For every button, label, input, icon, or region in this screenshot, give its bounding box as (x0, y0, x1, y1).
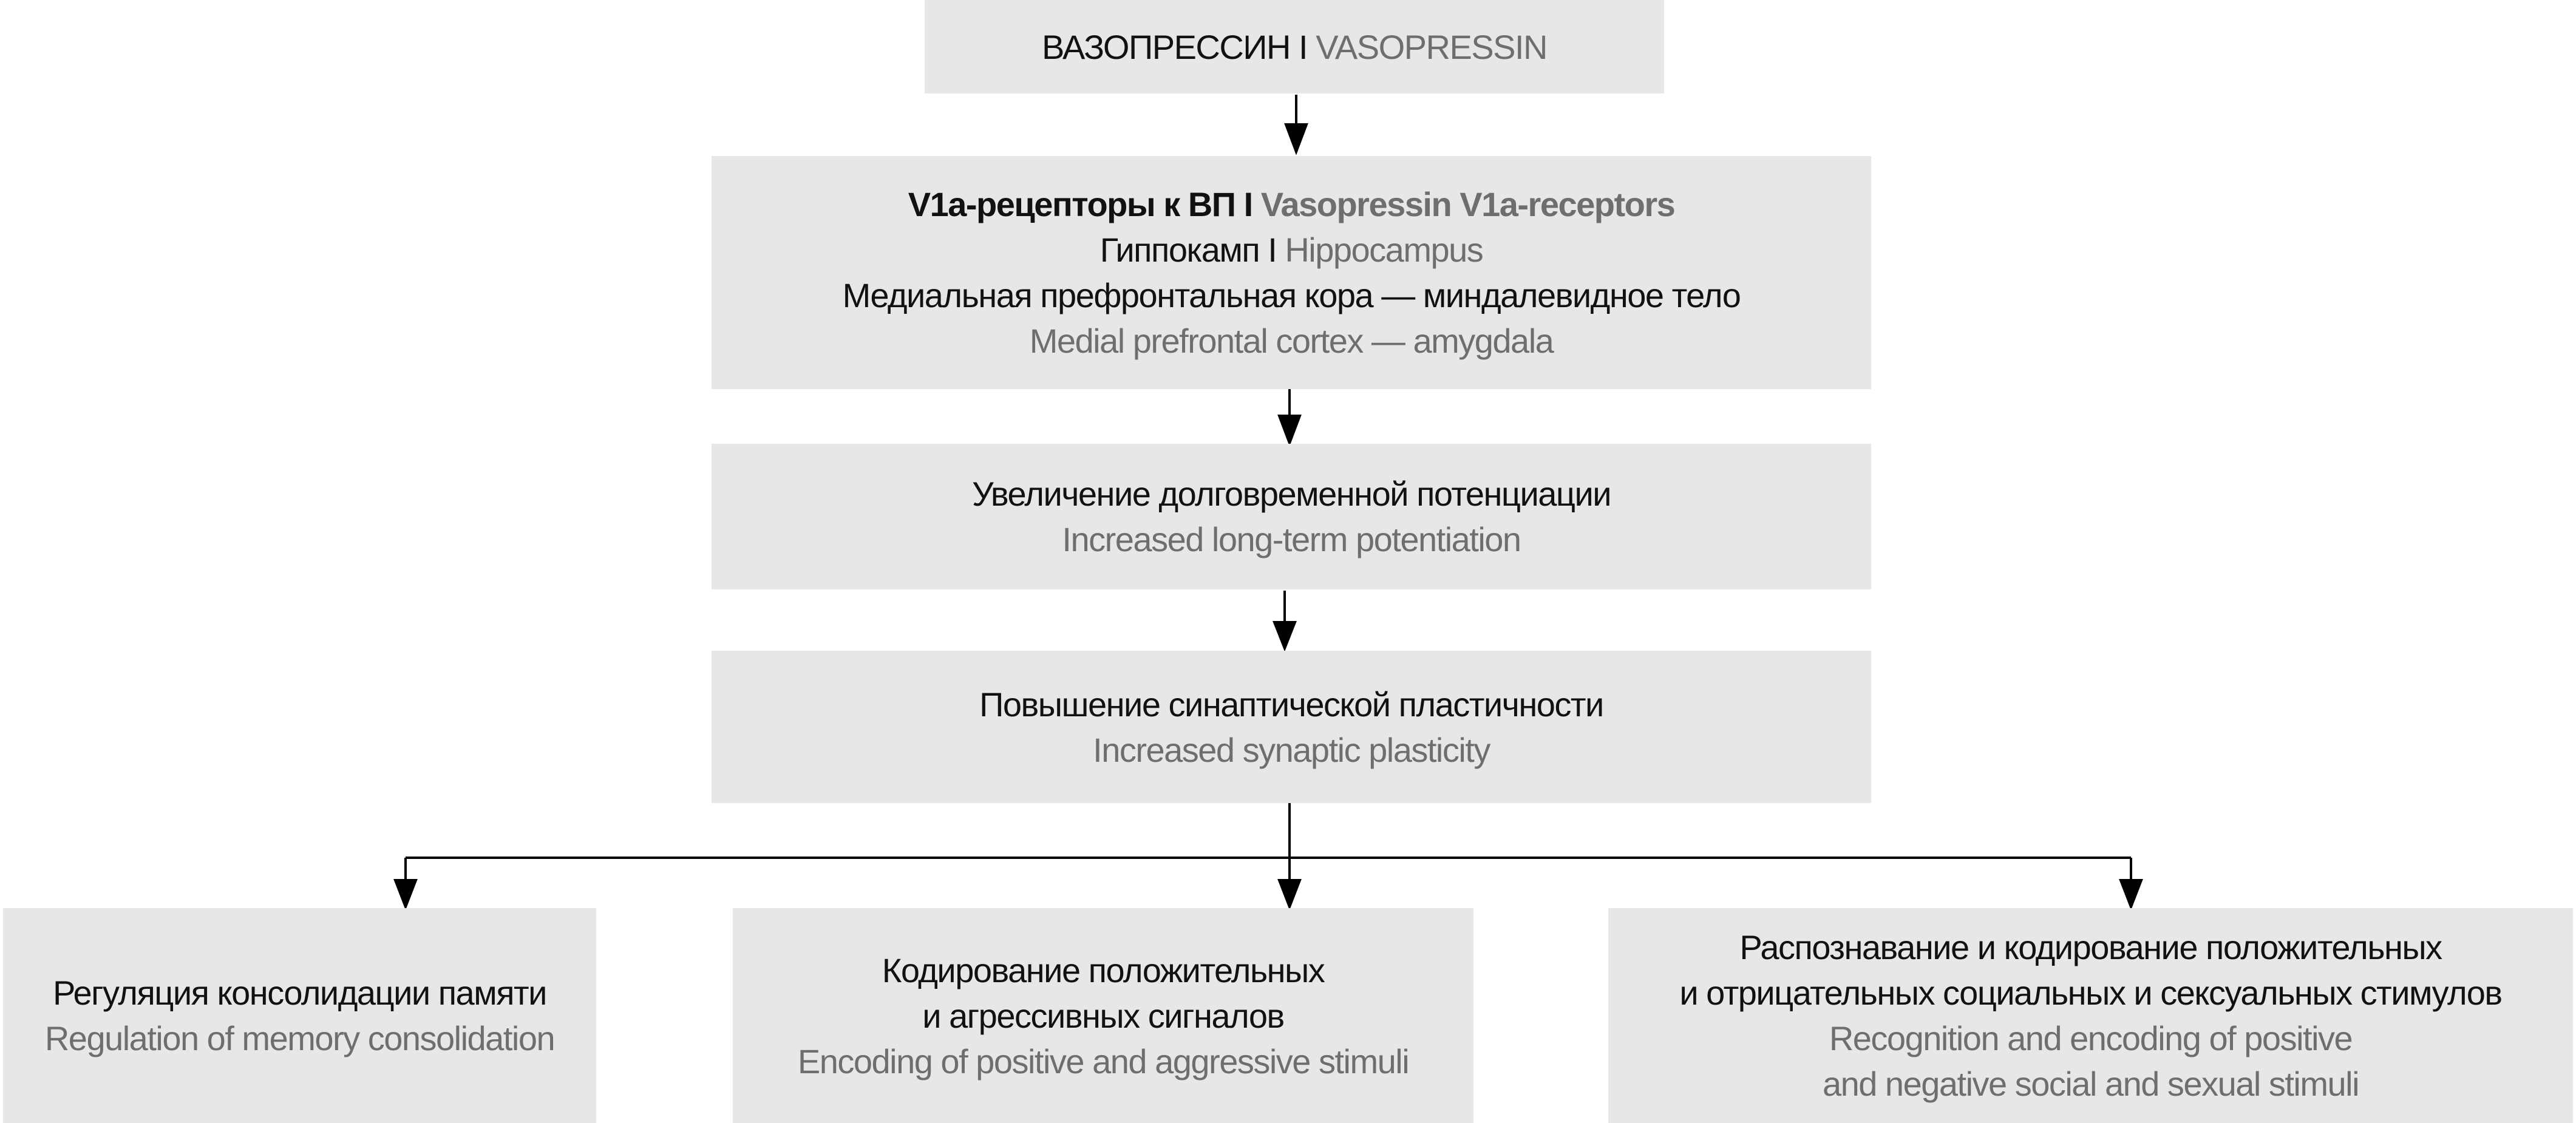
mpfc-en: Medial prefrontal cortex — amygdala (1029, 322, 1554, 360)
outcome-encoding-box: Кодирование положительных и агрессивных … (733, 908, 1473, 1123)
arrow-outcome-1 (393, 879, 418, 911)
outcome-3-en-line2: and negative social and sexual stimuli (1822, 1065, 2360, 1103)
outcome-3-ru-line2: и отрицательных социальных и сексуальных… (1679, 974, 2503, 1012)
outcome-2-ru-line2: и агрессивных сигналов (922, 996, 1285, 1035)
receptors-title-en: Vasopressin V1a-receptors (1260, 185, 1676, 223)
ltp-ru: Увеличение долговременной потенциации (971, 475, 1612, 513)
outcome-memory-box: Регуляция консолидации памяти Regulation… (3, 908, 596, 1123)
separator: I (1259, 231, 1285, 269)
ltp-box: Увеличение долговременной потенциации In… (712, 444, 1871, 589)
vasopressin-ru: ВАЗОПРЕССИН (1042, 27, 1291, 66)
plasticity-en: Increased synaptic plasticity (1093, 730, 1490, 769)
receptors-box: V1a-рецепторы к ВП I Vasopressin V1a-rec… (712, 156, 1871, 389)
arrow-outcome-3 (2119, 879, 2143, 911)
hippocampus-ru: Гиппокамп (1099, 231, 1260, 269)
separator: I (1235, 185, 1261, 223)
vasopressin-en: VASOPRESSIN (1316, 27, 1548, 66)
vasopressin-box: ВАЗОПРЕССИН I VASOPRESSIN (925, 0, 1664, 93)
plasticity-box: Повышение синаптической пластичности Inc… (712, 651, 1871, 803)
mpfc-ru: Медиальная префронтальная кора — миндале… (842, 276, 1741, 314)
receptors-title-ru: V1a-рецепторы к ВП (908, 185, 1236, 223)
outcome-2-ru-line1: Кодирование положительных (882, 951, 1325, 989)
outcome-1-en: Regulation of memory consolidation (44, 1019, 556, 1057)
outcome-recognition-box: Распознавание и кодирование положительны… (1608, 908, 2573, 1123)
separator: I (1290, 27, 1316, 66)
ltp-en: Increased long-term potentiation (1062, 520, 1521, 558)
outcome-3-en-line1: Recognition and encoding of positive (1829, 1019, 2353, 1057)
outcome-2-en: Encoding of positive and aggressive stim… (797, 1042, 1410, 1081)
plasticity-ru: Повышение синаптической пластичности (979, 685, 1604, 724)
hippocampus-en: Hippocampus (1285, 231, 1483, 269)
outcome-1-ru: Регуляция консолидации памяти (53, 974, 547, 1012)
outcome-3-ru-line1: Распознавание и кодирование положительны… (1739, 928, 2442, 966)
arrow-outcome-2 (1277, 879, 1302, 911)
